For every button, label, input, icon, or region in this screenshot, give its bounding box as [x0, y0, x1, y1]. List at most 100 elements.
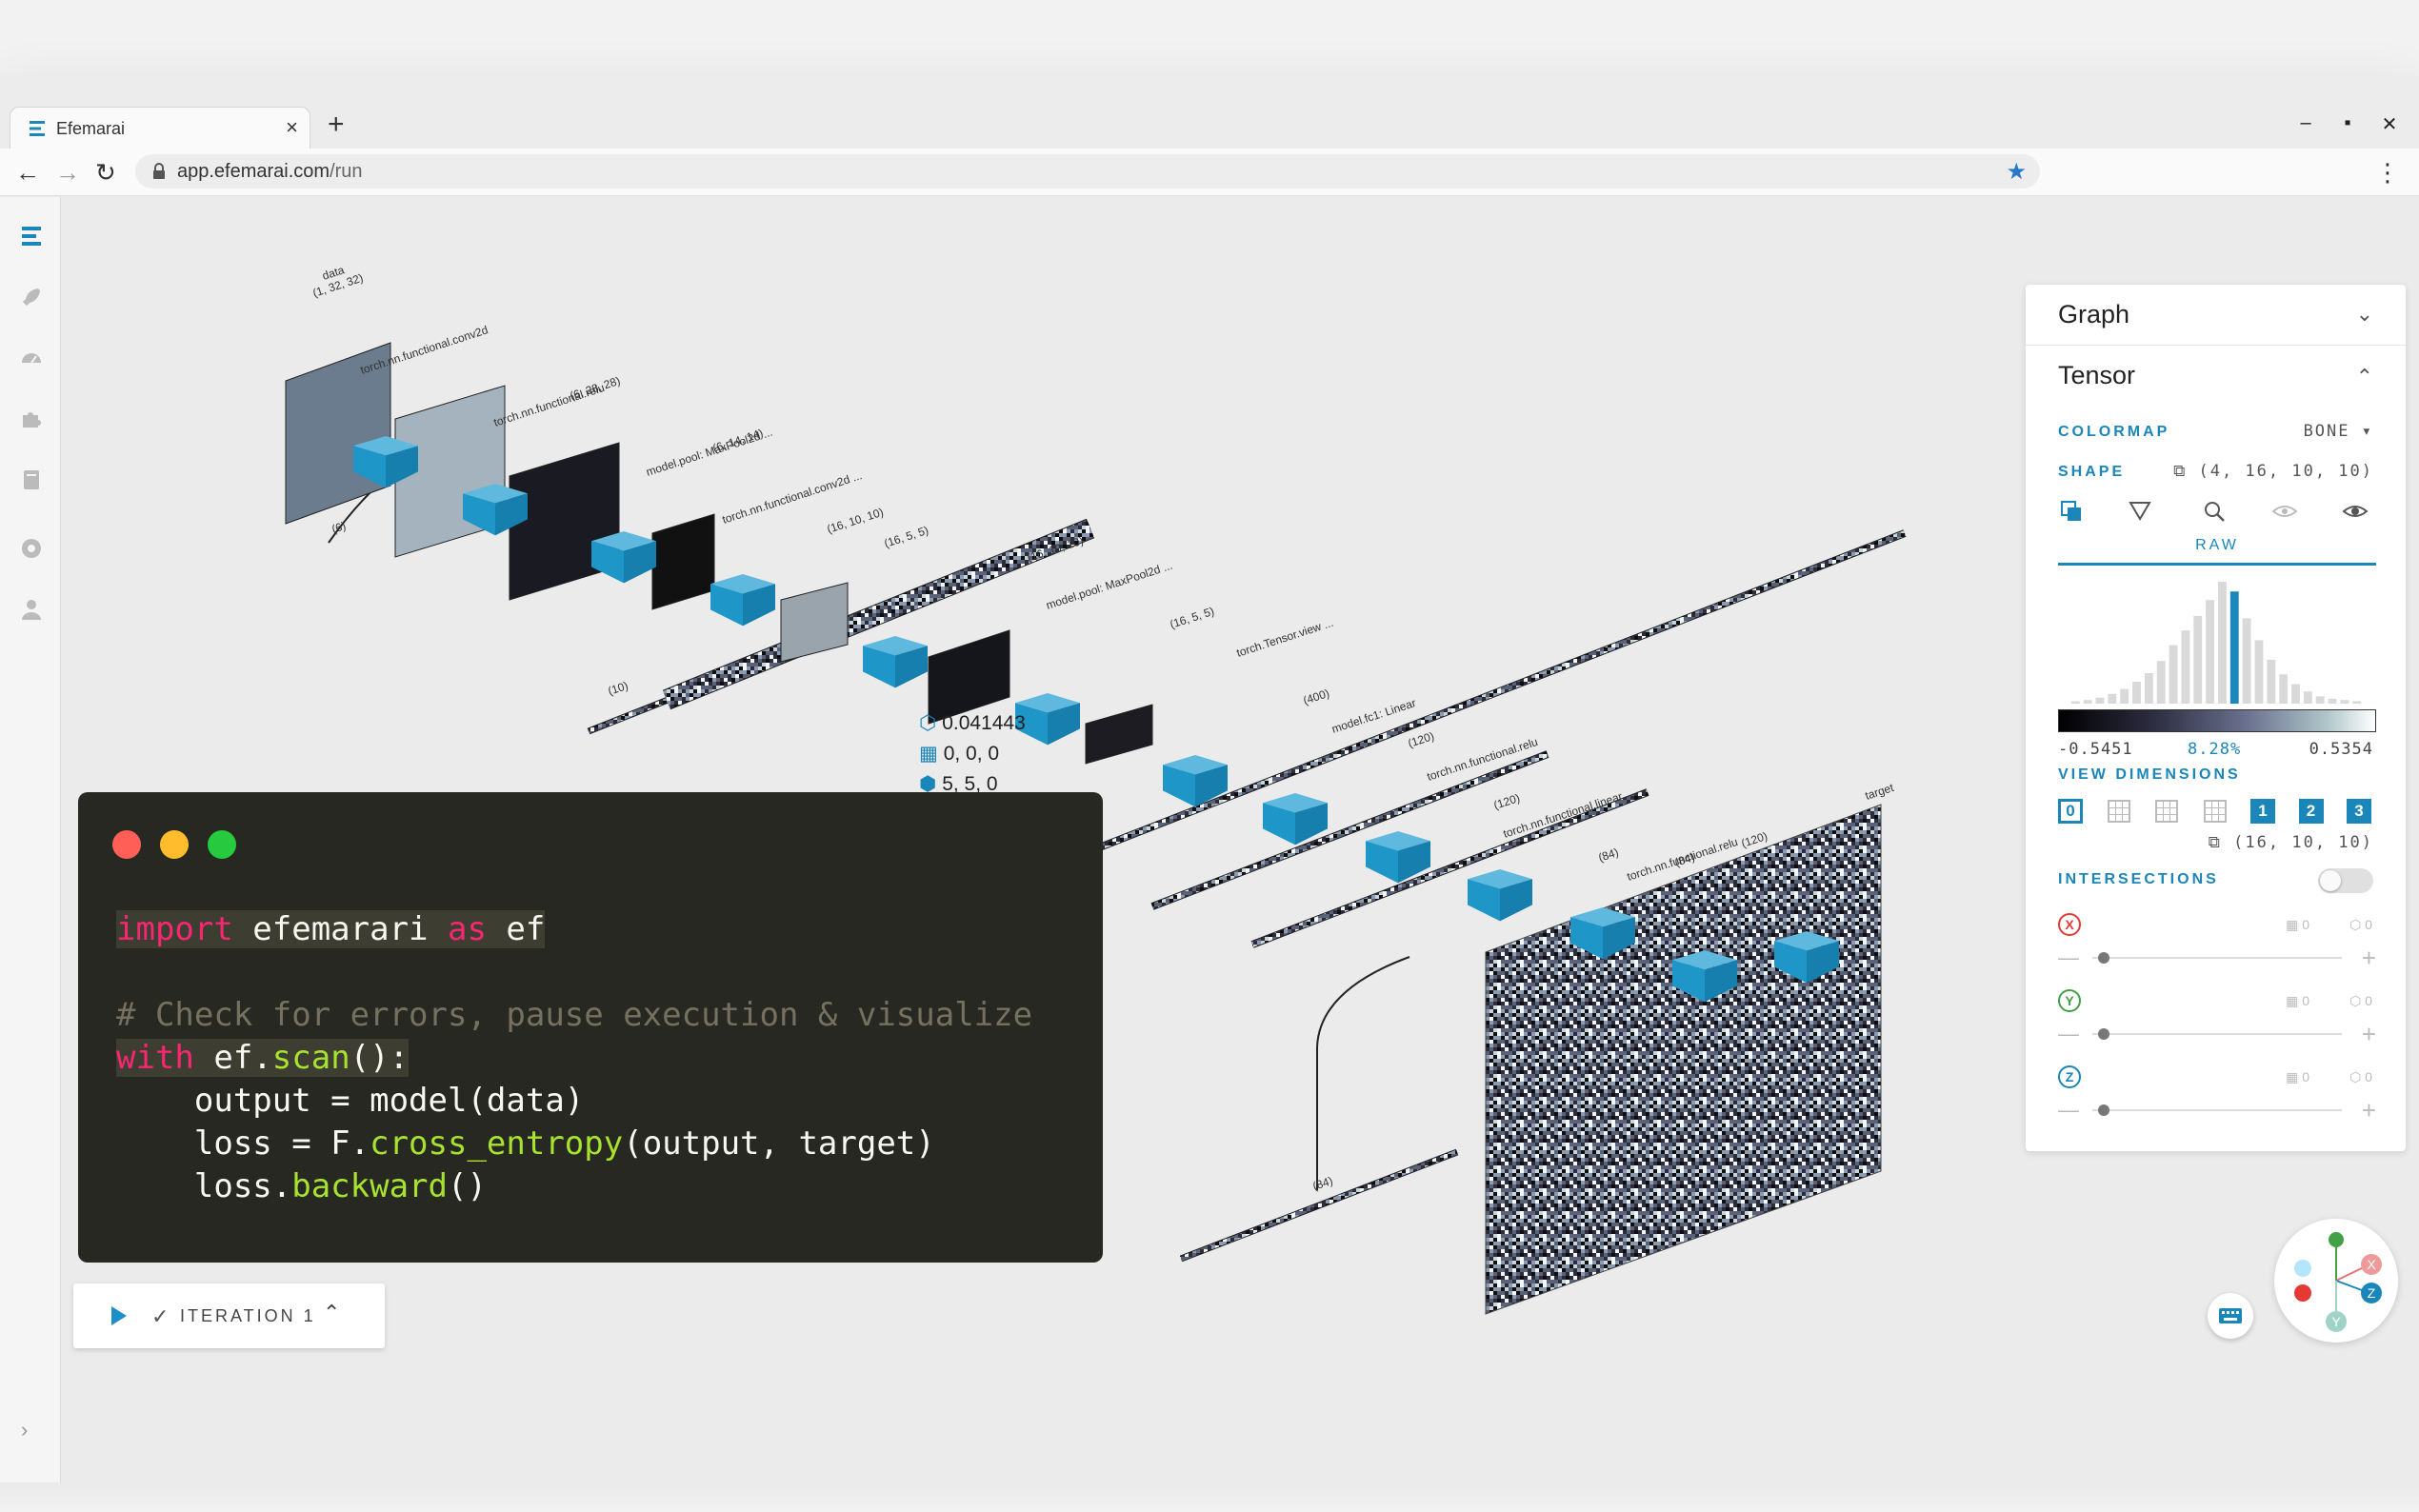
slider-knob[interactable] [2098, 1104, 2109, 1116]
dimension-button[interactable] [2107, 799, 2131, 824]
pool2-feature-map[interactable] [1085, 704, 1153, 765]
minimize-dot-icon [160, 830, 189, 859]
bookmark-star-icon[interactable]: ★ [2006, 159, 2027, 185]
close-dot-icon [112, 830, 141, 859]
keyboard-shortcuts-button[interactable] [2208, 1293, 2253, 1339]
dimension-button[interactable]: 1 [2250, 799, 2275, 824]
new-tab-button[interactable]: + [328, 109, 345, 140]
conv2-feature-map[interactable] [780, 582, 849, 663]
back-icon[interactable]: ← [15, 158, 40, 187]
slider-track[interactable] [2092, 1109, 2342, 1111]
eye-plus-icon[interactable] [2271, 498, 2298, 525]
slider-knob[interactable] [2098, 952, 2109, 964]
book-icon[interactable] [19, 468, 44, 492]
node-label: (16, 5, 5) [883, 524, 930, 550]
browser-tab[interactable]: Efemarai × [10, 107, 310, 149]
tensor-rod[interactable] [1150, 750, 1549, 910]
tab-raw[interactable]: RAW [2195, 537, 2239, 553]
histogram-bar [2340, 700, 2349, 704]
filter-icon[interactable] [2127, 498, 2153, 525]
visualization-canvas[interactable]: data(1, 32, 32)torch.nn.functional.conv2… [62, 197, 2419, 1482]
orientation-gizmo[interactable]: X Z Y [2274, 1219, 2398, 1343]
reload-icon[interactable]: ↻ [95, 158, 116, 187]
histogram-bar [2315, 696, 2325, 704]
tensor-rod[interactable] [1179, 1148, 1459, 1263]
support-lifebuoy-icon[interactable] [19, 536, 44, 561]
histogram-bar [2267, 659, 2276, 704]
rocket-icon[interactable] [19, 285, 44, 309]
histogram-bar [2328, 698, 2337, 704]
forward-icon[interactable]: → [55, 158, 80, 187]
chevron-down-icon[interactable]: ⌄ [2355, 302, 2373, 326]
cube-count: ⬡ 0 [2349, 917, 2372, 932]
tensor-section-title[interactable]: Tensor [2058, 361, 2136, 389]
view-dimensions-label: VIEW DIMENSIONS [2058, 766, 2241, 783]
operation-cube[interactable] [591, 531, 656, 584]
operation-cube[interactable] [1672, 950, 1737, 1003]
chevron-up-icon[interactable]: ⌃ [2355, 365, 2373, 388]
increment-icon[interactable]: + [2361, 1020, 2376, 1048]
copy-icon[interactable]: ⧉ [2173, 462, 2188, 481]
increment-icon[interactable]: + [2361, 944, 2376, 972]
operation-cube[interactable] [1263, 793, 1328, 846]
dimension-button[interactable]: 2 [2298, 799, 2324, 824]
operation-cube[interactable] [710, 574, 775, 627]
target-tensor-plane[interactable] [1485, 804, 1882, 1315]
histogram-bar [2083, 700, 2092, 704]
axis-badge: Z [2058, 1065, 2081, 1088]
puzzle-icon[interactable] [19, 407, 44, 431]
operation-cube[interactable] [1366, 831, 1430, 884]
slider-track[interactable] [2092, 957, 2342, 959]
play-icon[interactable] [111, 1306, 127, 1325]
chevron-up-icon[interactable]: ⌃ [323, 1301, 341, 1324]
intersections-toggle[interactable] [2318, 868, 2373, 893]
window-close-icon[interactable]: ✕ [2381, 114, 2398, 135]
relu2-feature-map[interactable] [928, 629, 1010, 725]
operation-cube[interactable] [863, 636, 928, 688]
relu1-feature-map[interactable] [509, 442, 620, 601]
address-bar: ← → ↻ app.efemarai.com/run ★ ⋮ [0, 149, 2419, 196]
layers-icon[interactable] [2058, 498, 2085, 525]
dimension-button[interactable] [2203, 799, 2228, 824]
operation-cube[interactable] [1163, 755, 1228, 807]
lock-icon [153, 163, 165, 179]
dimension-button[interactable]: 3 [2347, 799, 2371, 824]
graph-section-title[interactable]: Graph [2058, 300, 2130, 328]
browser-menu-icon[interactable]: ⋮ [2375, 158, 2400, 187]
sidebar-expand-icon[interactable]: › [21, 1418, 29, 1442]
colormap-select[interactable]: BONE ▾ [2303, 422, 2373, 441]
search-icon[interactable] [2201, 498, 2228, 525]
tensor-rod[interactable] [662, 518, 1095, 710]
operation-cube[interactable] [1570, 907, 1635, 960]
minimize-icon[interactable]: – [2300, 112, 2311, 133]
omnibox[interactable]: app.efemarai.com/run ★ [135, 154, 2040, 189]
decrement-icon[interactable]: — [2058, 1098, 2079, 1122]
tensor-graph-3d[interactable]: data(1, 32, 32)torch.nn.functional.conv2… [62, 197, 2419, 1482]
node-label: (84) [1311, 1174, 1335, 1193]
eye-icon[interactable] [2342, 498, 2369, 525]
dimension-button[interactable]: 0 [2058, 799, 2083, 824]
node-label: model.pool: MaxPool2d ... [1045, 559, 1174, 612]
axes-gizmo-icon: X Z Y [2294, 1232, 2382, 1332]
copy-icon[interactable]: ⧉ [2208, 833, 2222, 852]
gizmo-x-label: X [2367, 1257, 2376, 1272]
user-icon[interactable] [19, 597, 44, 622]
decrement-icon[interactable]: — [2058, 945, 2079, 969]
pool1-feature-map[interactable] [651, 513, 715, 610]
tensor-rod[interactable] [1250, 788, 1649, 948]
iteration-label[interactable]: ITERATION 1 [180, 1306, 316, 1325]
operation-cube[interactable] [353, 436, 418, 488]
input-image-plane[interactable] [285, 342, 391, 525]
efemarai-logo-icon[interactable] [19, 224, 44, 249]
tab-close-icon[interactable]: × [286, 115, 298, 139]
increment-icon[interactable]: + [2361, 1096, 2376, 1124]
operation-cube[interactable] [1015, 693, 1080, 746]
operation-cube[interactable] [1468, 869, 1532, 922]
dimension-button[interactable] [2154, 799, 2179, 824]
slider-knob[interactable] [2098, 1028, 2109, 1040]
slider-track[interactable] [2092, 1033, 2342, 1035]
decrement-icon[interactable]: — [2058, 1022, 2079, 1045]
maximize-icon[interactable]: ▪ [2344, 112, 2351, 133]
dashboard-gauge-icon[interactable] [19, 346, 44, 370]
operation-cube[interactable] [1774, 931, 1839, 984]
